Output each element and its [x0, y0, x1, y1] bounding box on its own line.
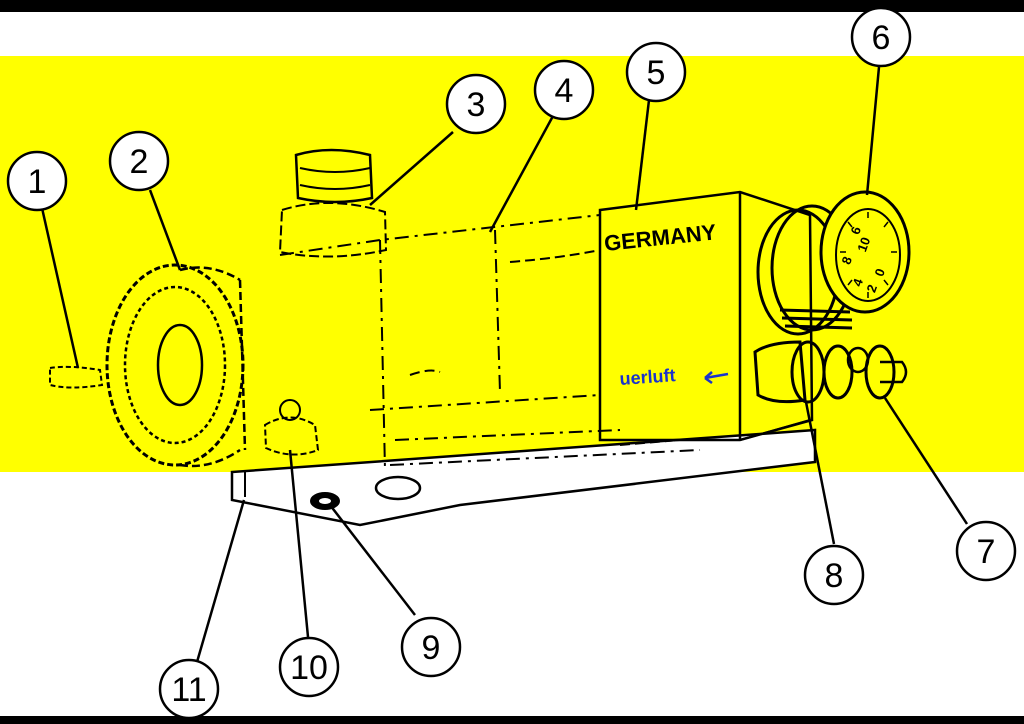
leader-line-10 [288, 449, 310, 638]
callout-7-label: 7 [977, 533, 996, 571]
callout-8: 8 [803, 544, 865, 606]
leader-line-9 [329, 504, 416, 616]
callout-10: 10 [278, 636, 340, 698]
leader-line-7 [883, 397, 969, 525]
second-fitting-ring [864, 344, 896, 400]
leader-line-8 [804, 401, 836, 545]
housing-dashed-lines [279, 214, 701, 471]
callout-5-label: 5 [647, 54, 666, 92]
callout-10-label: 10 [290, 649, 328, 687]
callout-11-label: 11 [171, 671, 206, 709]
callout-3: 3 [445, 73, 507, 135]
leader-line-2 [148, 189, 182, 271]
callout-2-label: 2 [130, 143, 149, 181]
mounting-screw-head [319, 498, 331, 504]
callout-5: 5 [625, 41, 687, 103]
callout-1-label: 1 [28, 163, 47, 201]
callout-9: 9 [400, 616, 462, 678]
end-cap-hub [156, 323, 204, 407]
top-fitting [294, 148, 374, 204]
callout-9-label: 9 [422, 629, 441, 667]
leader-line-5 [634, 99, 651, 211]
gauge-knurl [779, 308, 853, 330]
callout-2: 2 [108, 130, 170, 192]
block-bottom-edge [739, 419, 811, 441]
gauge-number-8: 8 [838, 254, 855, 266]
end-cap-inner [123, 285, 227, 445]
end-cap-side [179, 266, 247, 468]
gauge-number-0: 0 [871, 266, 888, 278]
leader-line-3 [369, 131, 454, 206]
gauge-number-2: 2 [863, 282, 880, 294]
hose-barb [880, 360, 908, 384]
plate-hole [374, 475, 422, 501]
leader-line-4 [488, 115, 555, 233]
hose-connector [49, 365, 104, 389]
flow-arrow-icon [704, 371, 729, 385]
callout-4-label: 4 [555, 72, 574, 110]
mounting-plate [230, 428, 817, 527]
callout-3-label: 3 [467, 86, 486, 124]
leader-line-6 [865, 66, 881, 196]
top-fitting-base [278, 201, 388, 258]
gauge-face [835, 208, 901, 302]
fitting-ring [822, 344, 854, 400]
callout-7: 7 [955, 520, 1017, 582]
gauge-number-10: 10 [854, 235, 873, 254]
gauge-ticks [840, 212, 897, 298]
callout-11: 11 [158, 658, 220, 720]
callout-6-label: 6 [872, 19, 891, 57]
leader-line-1 [40, 207, 80, 369]
callout-8-label: 8 [825, 557, 844, 595]
callout-4: 4 [533, 59, 595, 121]
side-screw-head [279, 399, 301, 421]
leader-lines [40, 66, 969, 663]
housing-detail-lines [409, 249, 681, 446]
callout-1: 1 [6, 150, 68, 212]
callout-6: 6 [850, 6, 912, 68]
gauge-number-6: 6 [847, 224, 864, 236]
top-fitting-rings [299, 167, 371, 190]
leader-line-11 [195, 499, 246, 663]
bottom-band [0, 472, 1024, 716]
side-screw [263, 416, 320, 456]
flow-label: uerluft [619, 365, 676, 389]
